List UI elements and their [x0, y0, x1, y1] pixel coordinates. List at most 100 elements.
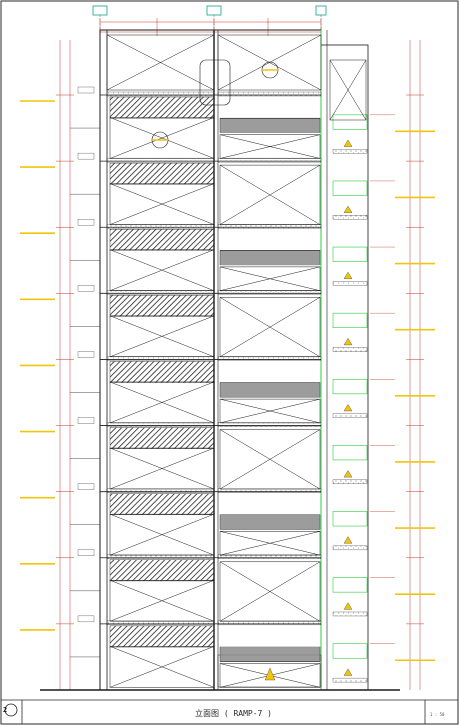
louver-panel-right: [219, 382, 321, 398]
x-panel-right-diag: [219, 164, 321, 225]
x-panel-right-diag: [219, 398, 321, 424]
x-panel-right-diag: [219, 297, 321, 358]
grid-markers: [92, 5, 327, 30]
hatched-panel-left: [109, 427, 215, 449]
x-panel-left-diag: [109, 117, 215, 159]
stair-window: [332, 246, 368, 262]
hatched-panel-left: [109, 625, 215, 648]
level-marker-triangle: [343, 470, 353, 478]
annotation-circles: [151, 59, 279, 149]
concrete-slab-right: [217, 224, 322, 229]
stair-window: [332, 114, 368, 130]
stair-landing: [332, 413, 368, 418]
bottom-truss: [217, 654, 322, 688]
floor-tag-box: [77, 285, 95, 292]
level-marker-triangle: [343, 404, 353, 412]
louver-panel-right: [219, 250, 321, 266]
stair-window: [332, 445, 368, 461]
stair-landing: [332, 281, 368, 286]
concrete-slab-right: [217, 290, 322, 295]
roof-x-panels: [106, 34, 367, 121]
louver-panel-right: [219, 646, 321, 662]
x-panel-left: [109, 646, 215, 688]
concrete-slab-left: [106, 554, 215, 559]
stair-landing: [332, 545, 368, 551]
stair-window: [332, 511, 368, 527]
stair-landing: [332, 149, 368, 154]
concrete-slab-right: [217, 91, 322, 97]
stair-landing: [332, 479, 368, 484]
level-marker-triangle: [343, 668, 353, 676]
concrete-slab-left: [106, 224, 215, 229]
hatched-panel-left: [109, 493, 215, 516]
concrete-slab-right: [217, 554, 322, 559]
floor-tag-box: [77, 351, 95, 358]
floor-tag-box: [77, 483, 95, 490]
hatched-panel-left: [109, 162, 215, 185]
floor-levels: [20, 86, 435, 688]
concrete-slab-left: [106, 488, 215, 493]
floor-tag-box: [77, 152, 95, 160]
level-marker-triangle: [343, 602, 353, 610]
louver-panel-right: [219, 514, 321, 530]
drawing-title: 立面图 ( RAMP-7 ): [195, 709, 272, 718]
floor-tag-box: [77, 219, 95, 226]
x-panel-right: [219, 663, 321, 688]
left-dimension: [59, 40, 71, 690]
concrete-slab-left: [106, 620, 215, 626]
hatched-panel-left: [109, 96, 215, 119]
stair-window: [332, 577, 368, 593]
hatched-panel-left: [109, 559, 215, 582]
x-panel-left-diag: [109, 381, 215, 424]
stair-landing: [332, 347, 368, 352]
level-marker-triangle: [343, 271, 353, 279]
stair-tower: [320, 44, 369, 691]
floor-tag-box: [77, 549, 95, 556]
concrete-slab-left: [106, 422, 215, 427]
x-panel-right-diag: [219, 561, 321, 622]
concrete-slab-right: [217, 488, 322, 493]
x-panel-right-diag: [219, 266, 321, 291]
stair-landing: [332, 677, 368, 683]
x-panel-right-diag: [219, 429, 321, 490]
concrete-slab-right: [217, 356, 322, 361]
level-marker-triangle: [343, 337, 353, 346]
sheet-number-circle: [4, 703, 18, 717]
stair-landing: [332, 215, 368, 220]
x-panel-left-diag: [109, 315, 215, 358]
floor-tag-box: [77, 615, 95, 623]
concrete-slab-left: [106, 91, 215, 97]
concrete-slab-left: [106, 290, 215, 295]
stair-window: [332, 180, 368, 196]
x-panel-left-diag: [109, 249, 215, 291]
concrete-slab-right: [217, 620, 322, 626]
bottom-level-marker: [264, 667, 276, 681]
x-panel-left-diag: [109, 513, 215, 556]
hatched-panel-left: [109, 361, 215, 383]
stair-window: [332, 312, 368, 329]
x-panel-right-diag: [219, 531, 321, 556]
x-panel-left-diag: [109, 183, 215, 225]
x-panel-left-diag: [109, 646, 215, 688]
concrete-slab-right: [217, 157, 322, 163]
stair-window: [332, 643, 368, 659]
concrete-slab-left: [106, 157, 215, 163]
level-marker-triangle: [343, 139, 353, 147]
top-dimension: [99, 18, 322, 36]
x-panel-left-diag: [109, 580, 215, 622]
hatched-panel-left: [109, 229, 215, 251]
x-panel-right-diag: [219, 134, 321, 159]
floor-tag-box: [77, 86, 95, 94]
stair-window: [332, 378, 368, 395]
drawing-scale: 1 : 50: [430, 712, 445, 717]
concrete-slab-right: [217, 422, 322, 427]
floor-tag-box: [77, 417, 95, 424]
sheet-number: 2: [3, 706, 8, 714]
stair-landing: [332, 611, 368, 617]
louver-panel-right: [219, 117, 321, 133]
concrete-slab-left: [106, 356, 215, 361]
level-marker-triangle: [343, 205, 353, 213]
level-marker-triangle: [343, 536, 353, 544]
